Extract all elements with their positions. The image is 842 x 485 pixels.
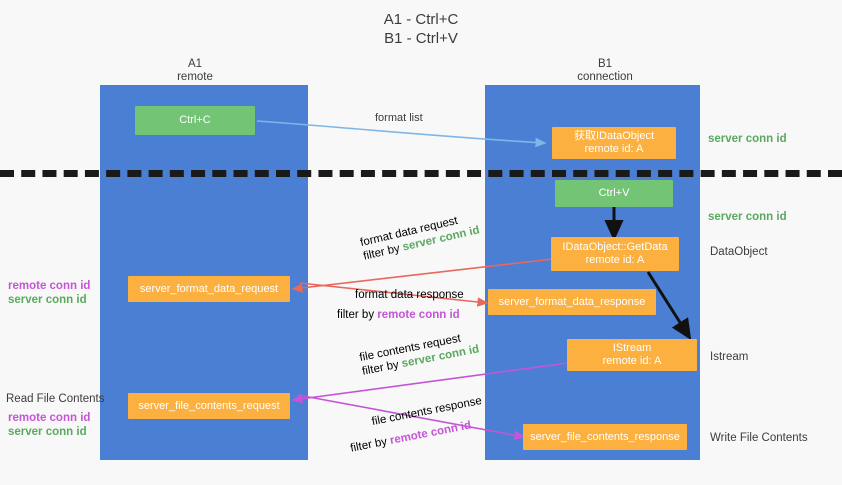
edge-label-format-list-text: format list bbox=[375, 112, 423, 124]
node-get-idataobject-line2: remote id: A bbox=[584, 143, 644, 155]
edge-label-format-data-response-filter: filter by remote conn id bbox=[337, 308, 464, 322]
annotation-server-conn-id-mid: server conn id bbox=[708, 211, 787, 223]
node-istream-line1: IStream bbox=[612, 342, 652, 354]
node-ctrl-v[interactable]: Ctrl+V bbox=[555, 180, 673, 207]
node-ctrl-c-label: Ctrl+C bbox=[179, 114, 211, 126]
node-server-file-contents-request-label: server_file_contents_request bbox=[138, 399, 280, 412]
node-istream[interactable]: IStream remote id: A bbox=[567, 339, 697, 371]
edge-label-format-data-response-text: format data response bbox=[355, 289, 464, 301]
annotation-dataobject: DataObject bbox=[710, 246, 768, 258]
edge-label-format-list: format list bbox=[375, 111, 423, 125]
edge-label-file-contents-response: file contents response filter by remote … bbox=[349, 394, 488, 455]
lane-a1-sub: remote bbox=[177, 71, 213, 83]
edge-label-file-contents-request: file contents request filter by server c… bbox=[358, 329, 481, 379]
node-idataobject-getdata-line2: remote id: A bbox=[585, 254, 645, 266]
node-server-format-data-response-label: server_format_data_response bbox=[498, 295, 646, 308]
edge-label-format-data-request: format data request filter by server con… bbox=[359, 210, 481, 264]
node-get-idataobject[interactable]: 获取IDataObject remote id: A bbox=[552, 127, 676, 159]
lane-b1-name: B1 bbox=[597, 58, 613, 70]
lane-a1-name: A1 bbox=[187, 58, 203, 70]
annotation-remote-conn-id: remote conn id bbox=[8, 280, 91, 292]
lane-header-b1: B1 connection bbox=[540, 58, 670, 84]
node-ctrl-c[interactable]: Ctrl+C bbox=[135, 106, 255, 135]
node-server-format-data-request[interactable]: server_format_data_request bbox=[128, 276, 290, 302]
node-server-file-contents-response[interactable]: server_file_contents_response bbox=[523, 424, 687, 450]
lane-header-a1: A1 remote bbox=[130, 58, 260, 84]
node-idataobject-getdata-line1: IDataObject::GetData bbox=[562, 241, 668, 253]
node-get-idataobject-line1: 获取IDataObject bbox=[573, 130, 655, 142]
node-server-file-contents-response-label: server_file_contents_response bbox=[530, 430, 680, 443]
annotation-server-conn-id: server conn id bbox=[8, 426, 87, 438]
filter-prefix: filter by bbox=[337, 309, 378, 321]
node-server-file-contents-request[interactable]: server_file_contents_request bbox=[128, 393, 290, 419]
annotation-write-file-contents: Write File Contents bbox=[710, 432, 808, 444]
edge-label-file-contents-response-filter: filter by remote conn id bbox=[349, 416, 487, 456]
annotation-remote-conn-id: remote conn id bbox=[8, 412, 91, 424]
annotation-read-file-contents: Read File Contents bbox=[6, 393, 105, 405]
page-title: A1 - Ctrl+C B1 - Ctrl+V bbox=[383, 11, 459, 47]
node-idataobject-getdata[interactable]: IDataObject::GetData remote id: A bbox=[551, 237, 679, 271]
node-server-format-data-response[interactable]: server_format_data_response bbox=[488, 289, 656, 315]
filter-value-remote-conn-id: remote conn id bbox=[377, 309, 460, 321]
annotation-istream: Istream bbox=[710, 351, 749, 363]
node-server-format-data-request-label: server_format_data_request bbox=[139, 282, 279, 295]
annotation-conn-ids-top: remote conn id server conn id bbox=[8, 279, 90, 307]
annotation-conn-ids-bottom: remote conn id server conn id bbox=[8, 411, 90, 439]
phase-divider bbox=[0, 170, 842, 177]
annotation-server-conn-id-top: server conn id bbox=[708, 133, 787, 145]
annotation-server-conn-id: server conn id bbox=[8, 294, 87, 306]
edge-label-format-data-response: format data response filter by remote co… bbox=[337, 288, 464, 322]
node-istream-line2: remote id: A bbox=[602, 355, 662, 367]
filter-prefix: filter by bbox=[349, 435, 392, 455]
node-ctrl-v-label: Ctrl+V bbox=[598, 187, 630, 199]
lane-b1-sub: connection bbox=[577, 71, 633, 83]
